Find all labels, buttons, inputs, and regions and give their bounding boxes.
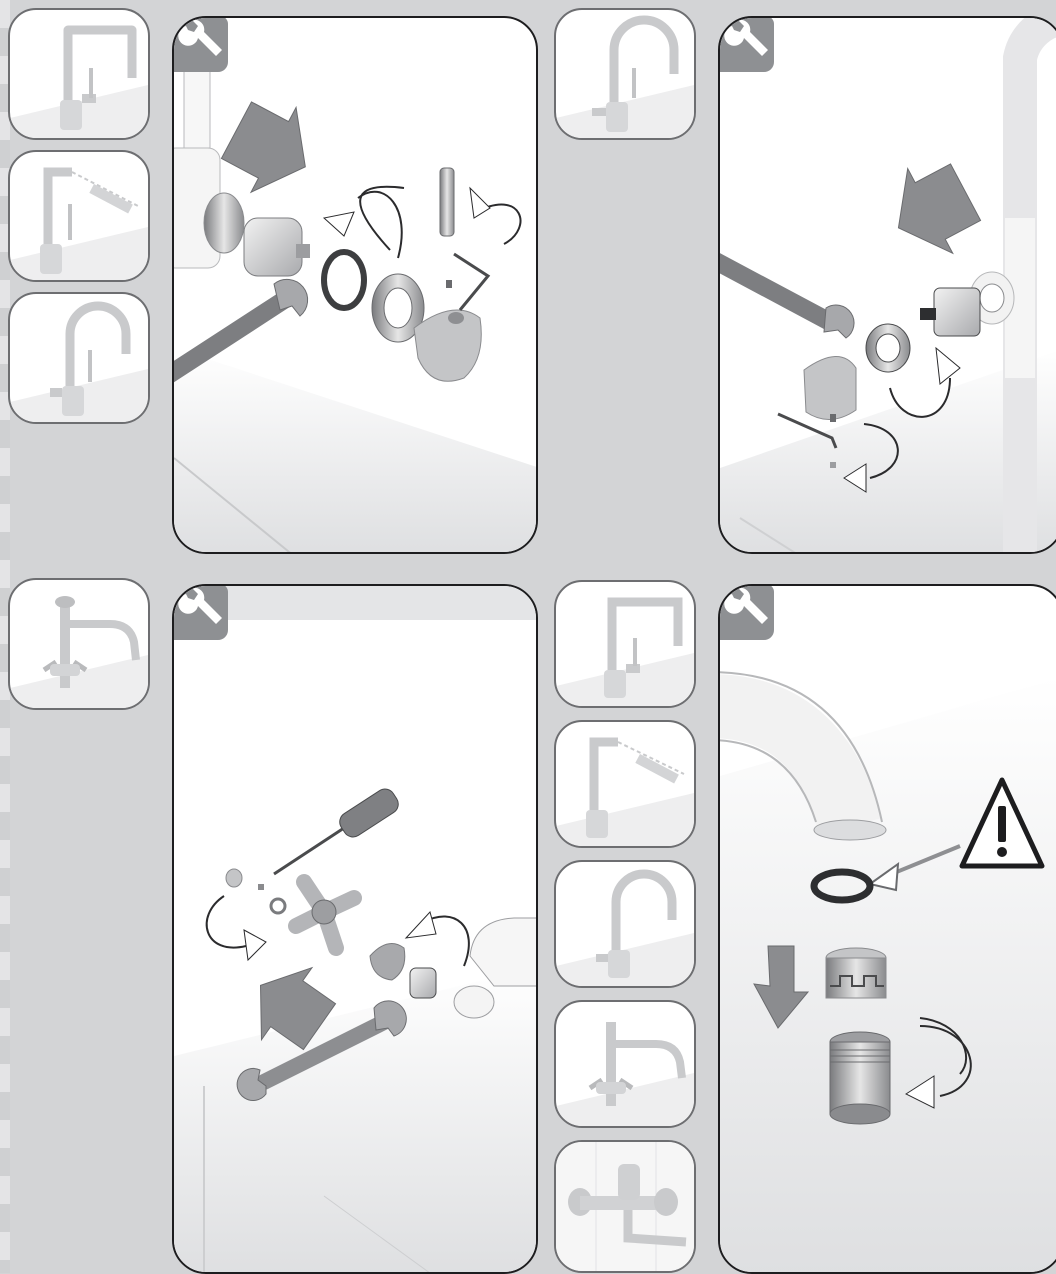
thumbnail-traditional-mixer-2 [554, 1000, 696, 1128]
cartridge-replacement-illustration [174, 18, 538, 554]
square-spout-mixer-icon [10, 10, 150, 140]
wrench-icon [718, 584, 774, 640]
thumbnail-square-spout-mixer [8, 8, 150, 140]
traditional-cross-handle-mixer-icon [10, 580, 150, 710]
thumbnail-traditional-mixer [8, 578, 150, 710]
rotate-arrow-icon [324, 187, 404, 258]
thumbnail-curved-spout-mixer [8, 292, 150, 424]
screwdriver-icon [274, 785, 402, 874]
thumbnail-wall-mounted-mixer [554, 1140, 696, 1273]
step-panel-side-lever-cartridge [718, 16, 1056, 554]
spanner-icon [174, 279, 308, 378]
pull-out-square-spout-mixer-icon [10, 152, 150, 282]
arrow-down-right-icon [214, 88, 328, 209]
square-spout-mixer-icon [556, 582, 696, 708]
pull-out-square-spout-mixer-icon [556, 722, 696, 848]
wrench-icon [718, 16, 774, 72]
wall-mounted-mixer-icon [556, 1142, 696, 1273]
traditional-cross-handle-mixer-icon [556, 1002, 696, 1128]
side-lever-cartridge-illustration [720, 18, 1056, 554]
thumbnail-curved-spout-side-lever-mixer [554, 8, 696, 140]
spanner-icon [720, 258, 854, 338]
curved-spout-mixer-icon [10, 294, 150, 424]
step-panel-cross-handle-valve [172, 584, 538, 1274]
rotate-arrow-icon [470, 188, 520, 244]
rotate-arrow-icon [406, 912, 469, 966]
cross-handle-icon [296, 882, 354, 948]
cross-handle-valve-illustration [174, 586, 538, 1274]
rotate-arrow-icon [207, 896, 266, 960]
step-panel-cartridge-replacement [172, 16, 538, 554]
arrow-down-left-icon [876, 150, 988, 270]
curved-spout-side-lever-mixer-icon [556, 10, 696, 140]
thumbnail-square-spout-mixer-2 [554, 580, 696, 708]
wrench-icon [172, 16, 228, 72]
aerator-cleaning-illustration [720, 586, 1056, 1274]
thumbnail-curved-spout-mixer-2 [554, 860, 696, 988]
wrench-icon [172, 584, 228, 640]
curved-spout-mixer-icon [556, 862, 696, 988]
thumbnail-pull-out-mixer [8, 150, 150, 282]
thumbnail-pull-out-mixer-2 [554, 720, 696, 848]
step-panel-aerator-cleaning [718, 584, 1056, 1274]
